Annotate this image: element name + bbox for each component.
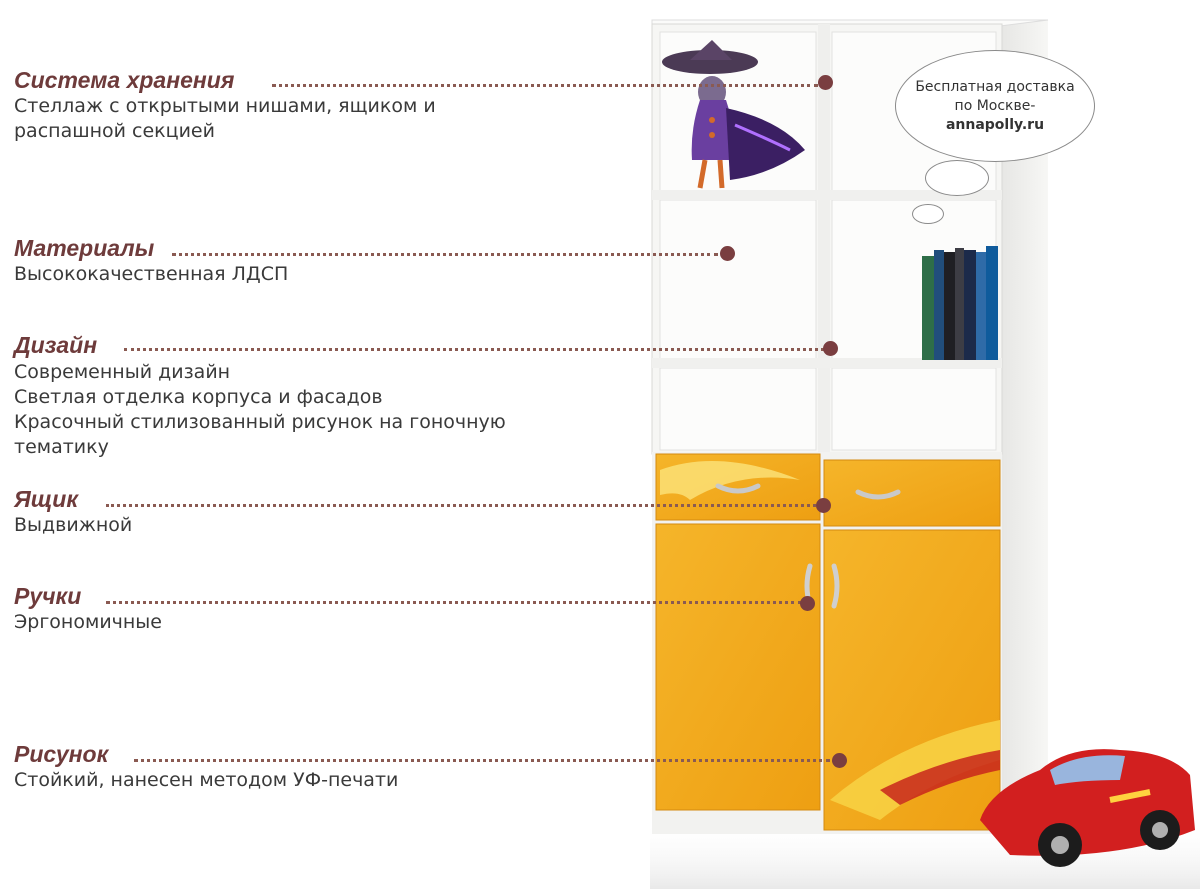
shelf-edge-1 xyxy=(652,190,1002,200)
feature-title: Рисунок xyxy=(14,741,109,767)
niche-left-3 xyxy=(659,367,817,451)
feature-line: Светлая отделка корпуса и фасадов xyxy=(14,386,383,408)
drawer-handle-right xyxy=(855,489,901,500)
door-handle-right xyxy=(831,563,840,609)
delivery-line-2: по Москве- xyxy=(954,97,1036,114)
feature-title: Материалы xyxy=(14,235,155,261)
leader-line-drawer xyxy=(106,504,816,507)
leader-line-handles xyxy=(106,601,802,604)
feature-line: Красочный стилизованный рисунок на гоноч… xyxy=(14,411,506,433)
feature-line: Высококачественная ЛДСП xyxy=(14,263,289,285)
feature-line: распашной секцией xyxy=(14,120,215,142)
bullet-drawer xyxy=(816,498,831,513)
bullet-materials xyxy=(720,246,735,261)
feature-line: тематику xyxy=(14,436,109,458)
cabinet-side-panel xyxy=(1000,20,1048,838)
feature-line: Стойкий, нанесен методом УФ-печати xyxy=(14,769,399,791)
drawer-right xyxy=(823,459,1001,527)
door-flame-art-2 xyxy=(880,750,1000,805)
feature-line: Выдвижной xyxy=(14,514,133,536)
leader-line-design xyxy=(124,348,824,351)
door-flame-art xyxy=(830,720,1000,820)
bubble-tail-small xyxy=(912,204,944,224)
feature-title: Система хранения xyxy=(14,67,235,93)
feature-description: Современный дизайн Светлая отделка корпу… xyxy=(14,360,614,460)
leader-line-materials xyxy=(172,253,718,256)
feature-description: Эргономичные xyxy=(14,610,614,635)
feature-line: Современный дизайн xyxy=(14,361,231,383)
bullet-print xyxy=(832,753,847,768)
door-left xyxy=(655,523,821,811)
feature-description: Высококачественная ЛДСП xyxy=(14,262,614,287)
delivery-bubble: Бесплатная доставка по Москве- annapolly… xyxy=(895,50,1095,162)
feature-line: Стеллаж с открытыми нишами, ящиком и xyxy=(14,95,436,117)
shelf-edge-2 xyxy=(652,358,1002,368)
leader-line-storage xyxy=(272,84,818,87)
caped-duck-figurine xyxy=(662,40,805,189)
red-race-car-toy xyxy=(980,749,1195,867)
book-stack xyxy=(922,246,998,360)
feature-title: Ящик xyxy=(14,486,78,512)
feature-description: Стойкий, нанесен методом УФ-печати xyxy=(14,768,614,793)
niche-left-2 xyxy=(659,199,817,361)
feature-description: Стеллаж с открытыми нишами, ящиком и рас… xyxy=(14,94,614,144)
drawer-swoosh xyxy=(660,461,800,500)
feature-line: Эргономичные xyxy=(14,611,163,633)
bullet-design xyxy=(823,341,838,356)
drawer-handle-left xyxy=(715,483,761,494)
delivery-site-link[interactable]: annapolly.ru xyxy=(945,116,1045,133)
bubble-tail-large xyxy=(925,160,989,196)
left-niches xyxy=(659,31,817,451)
leader-line-print xyxy=(134,759,830,762)
feature-title: Дизайн xyxy=(14,332,98,358)
bullet-handles xyxy=(800,596,815,611)
niche-right-3 xyxy=(831,367,997,451)
feature-description: Выдвижной xyxy=(14,513,614,538)
delivery-line-1: Бесплатная доставка xyxy=(915,78,1075,95)
feature-title: Ручки xyxy=(14,583,82,609)
bullet-storage xyxy=(818,75,833,90)
